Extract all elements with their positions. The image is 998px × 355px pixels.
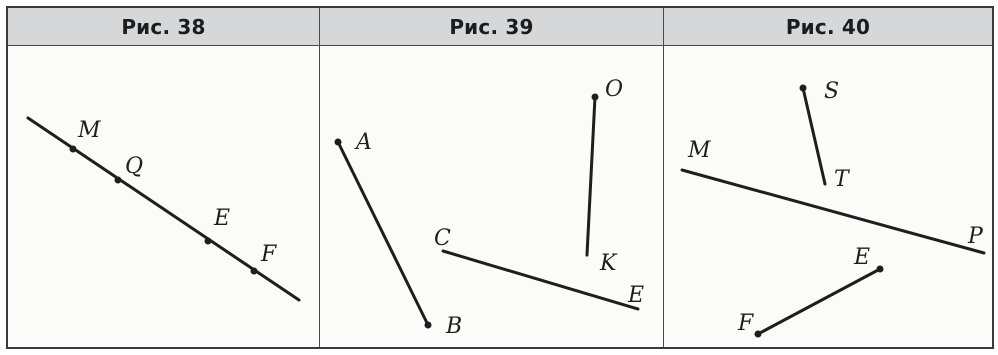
segment-ab	[336, 140, 430, 327]
point-s	[799, 84, 807, 92]
figure-40-drawing: S T M P E F	[680, 79, 986, 338]
figure-39-panel: Рис. 39 A B O K C E	[320, 8, 664, 347]
label-m: M	[77, 118, 101, 143]
label-q: Q	[125, 154, 143, 179]
point-b	[424, 321, 432, 329]
label-e: E	[853, 245, 870, 270]
label-t: T	[834, 167, 851, 192]
point-f	[250, 267, 258, 275]
figure-40-panel: Рис. 40 S T M P E F	[664, 8, 992, 347]
segment-fe	[756, 267, 882, 336]
label-s: S	[824, 79, 839, 104]
label-p: P	[967, 224, 984, 249]
label-m: M	[687, 138, 711, 163]
point-m	[69, 145, 77, 153]
label-a: A	[354, 130, 372, 155]
point-e	[876, 265, 884, 273]
point-q	[114, 176, 122, 184]
point-a	[334, 138, 342, 146]
point-o	[591, 93, 599, 101]
segment-ok	[585, 95, 597, 257]
figure-table: Рис. 38 M Q E F Рис. 39 A B O K C	[6, 6, 994, 349]
label-c: C	[434, 226, 451, 251]
label-k: K	[599, 251, 618, 276]
label-e: E	[627, 283, 644, 308]
segment-ce	[441, 249, 640, 311]
figure-40-title: Рис. 40	[664, 8, 992, 46]
label-o: O	[605, 77, 623, 102]
figure-39-title: Рис. 39	[320, 8, 663, 46]
label-b: B	[445, 314, 462, 339]
figure-38-title: Рис. 38	[8, 8, 319, 46]
figure-38-drawing: M Q E F	[26, 116, 301, 302]
point-f	[754, 330, 762, 338]
label-e: E	[213, 206, 230, 231]
figure-39-drawing: A B O K C E	[334, 77, 644, 339]
line-through-mqef	[26, 116, 301, 302]
point-e	[204, 237, 212, 245]
label-f: F	[260, 242, 277, 267]
figure-38-panel: Рис. 38 M Q E F	[8, 8, 320, 347]
line-mp	[680, 168, 986, 255]
segment-st	[801, 86, 827, 186]
label-f: F	[737, 311, 754, 336]
